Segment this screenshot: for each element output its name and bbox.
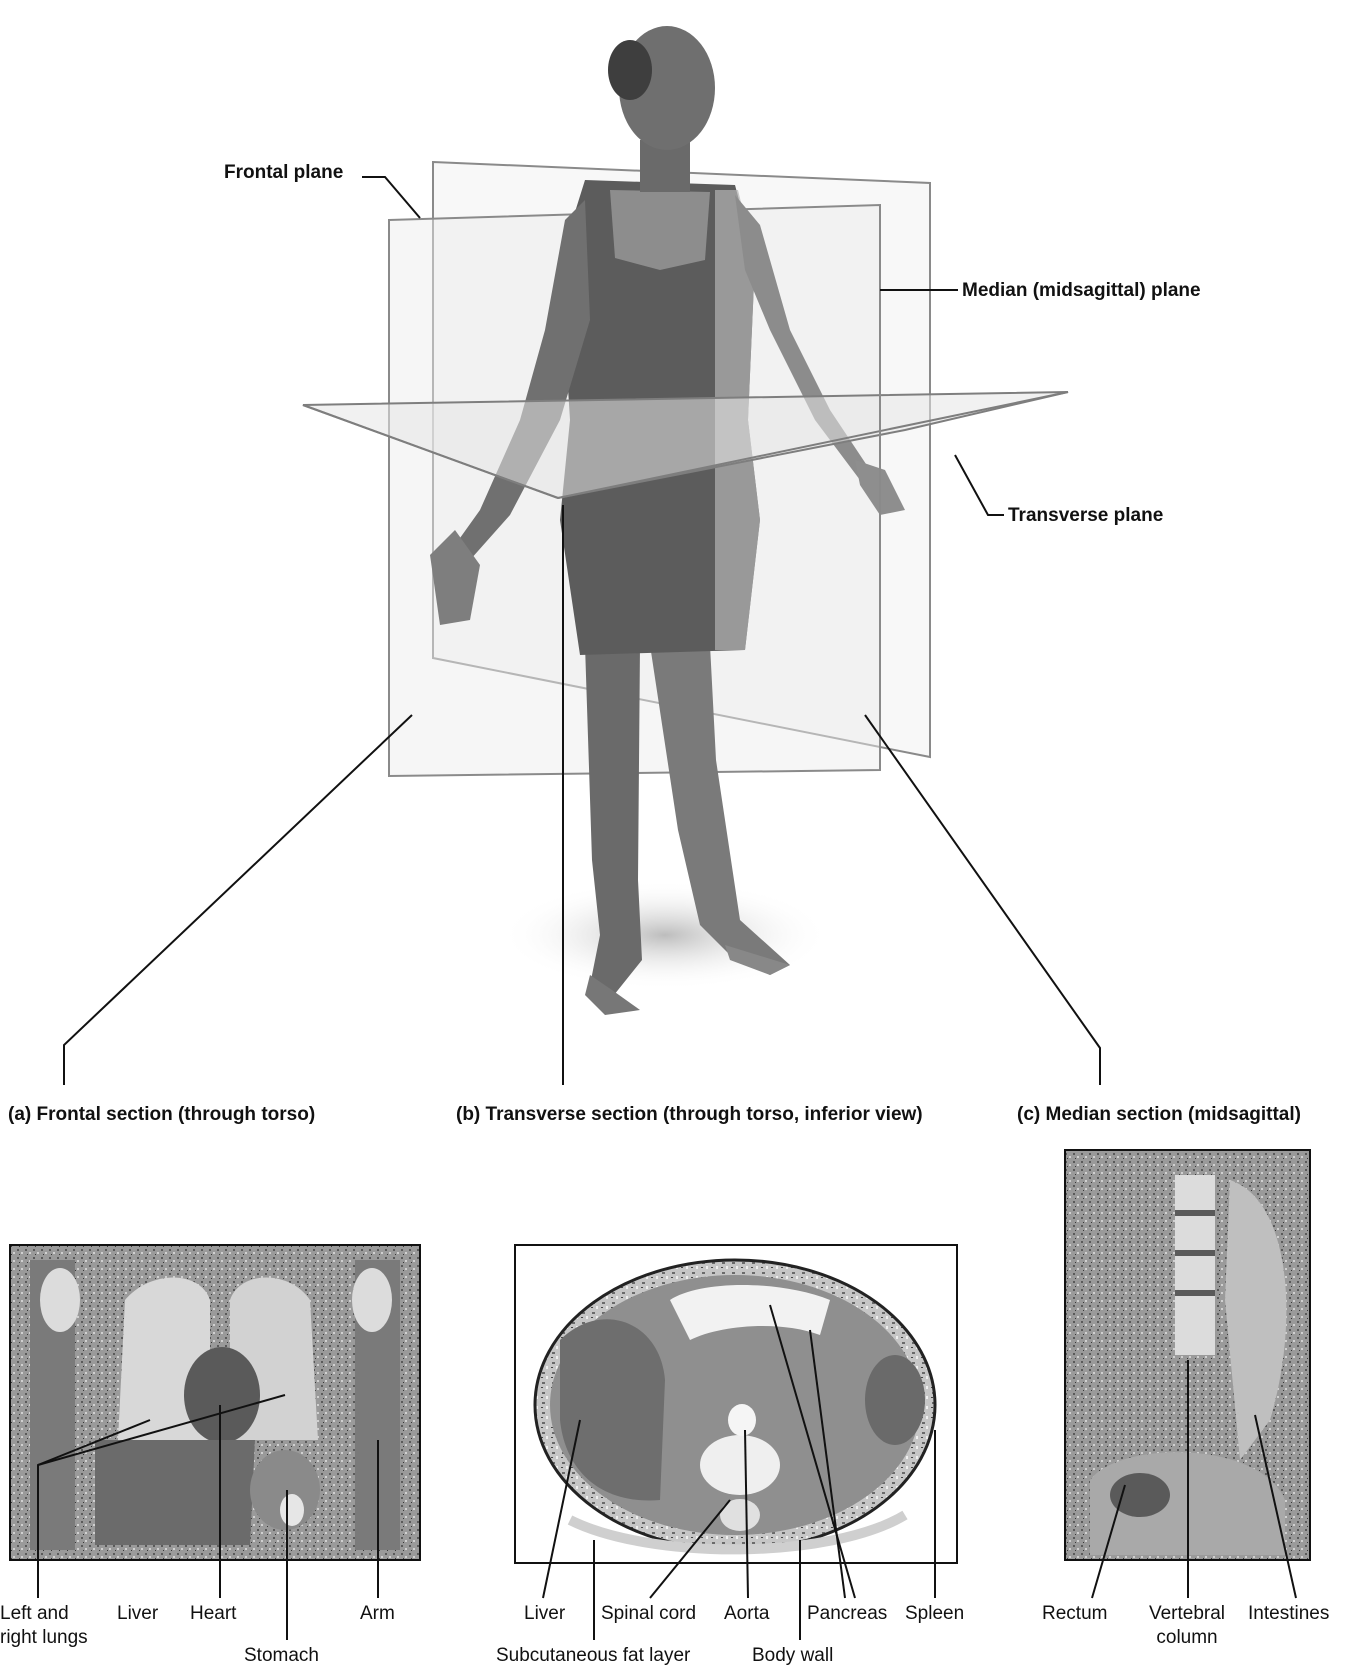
lungs-label-line2: right lungs	[0, 1627, 88, 1649]
lungs-label-line1: Left and	[0, 1603, 69, 1625]
section-c-leader	[865, 715, 1100, 1085]
section-a-leader	[64, 715, 412, 1085]
section-a-label: (a) Frontal section (through torso)	[8, 1104, 315, 1126]
vertebral-label-line2: column	[1137, 1627, 1237, 1649]
aorta-label: Aorta	[724, 1603, 769, 1625]
liver-a-label: Liver	[117, 1603, 158, 1625]
liver-b-label: Liver	[524, 1603, 565, 1625]
spinal-cord-label: Spinal cord	[601, 1603, 696, 1625]
fat-layer-label: Subcutaneous fat layer	[496, 1645, 690, 1667]
frontal-plane-leader	[362, 177, 420, 218]
spleen-label: Spleen	[905, 1603, 964, 1625]
heart-label: Heart	[190, 1603, 236, 1625]
stomach-label: Stomach	[244, 1645, 319, 1667]
body-wall-label: Body wall	[752, 1645, 833, 1667]
transverse-scan-image	[515, 1245, 957, 1563]
hair-bun	[608, 40, 652, 100]
section-c-label: (c) Median section (midsagittal)	[1017, 1104, 1301, 1126]
section-b-label: (b) Transverse section (through torso, i…	[456, 1104, 923, 1126]
transverse-plane-label: Transverse plane	[1008, 505, 1163, 527]
transverse-plane-leader	[955, 455, 1004, 515]
pancreas-label: Pancreas	[807, 1603, 887, 1625]
arm-label: Arm	[360, 1603, 395, 1625]
rectum-label: Rectum	[1042, 1603, 1107, 1625]
figure-group	[303, 26, 1068, 1015]
floor-shadow	[500, 880, 830, 990]
vertebral-label-line1: Vertebral	[1137, 1603, 1237, 1625]
frontal-plane-label: Frontal plane	[224, 162, 343, 184]
intestines-label: Intestines	[1248, 1603, 1329, 1625]
frontal-scan-image	[10, 1245, 420, 1560]
chest	[610, 190, 710, 270]
median-plane-label: Median (midsagittal) plane	[962, 280, 1201, 302]
